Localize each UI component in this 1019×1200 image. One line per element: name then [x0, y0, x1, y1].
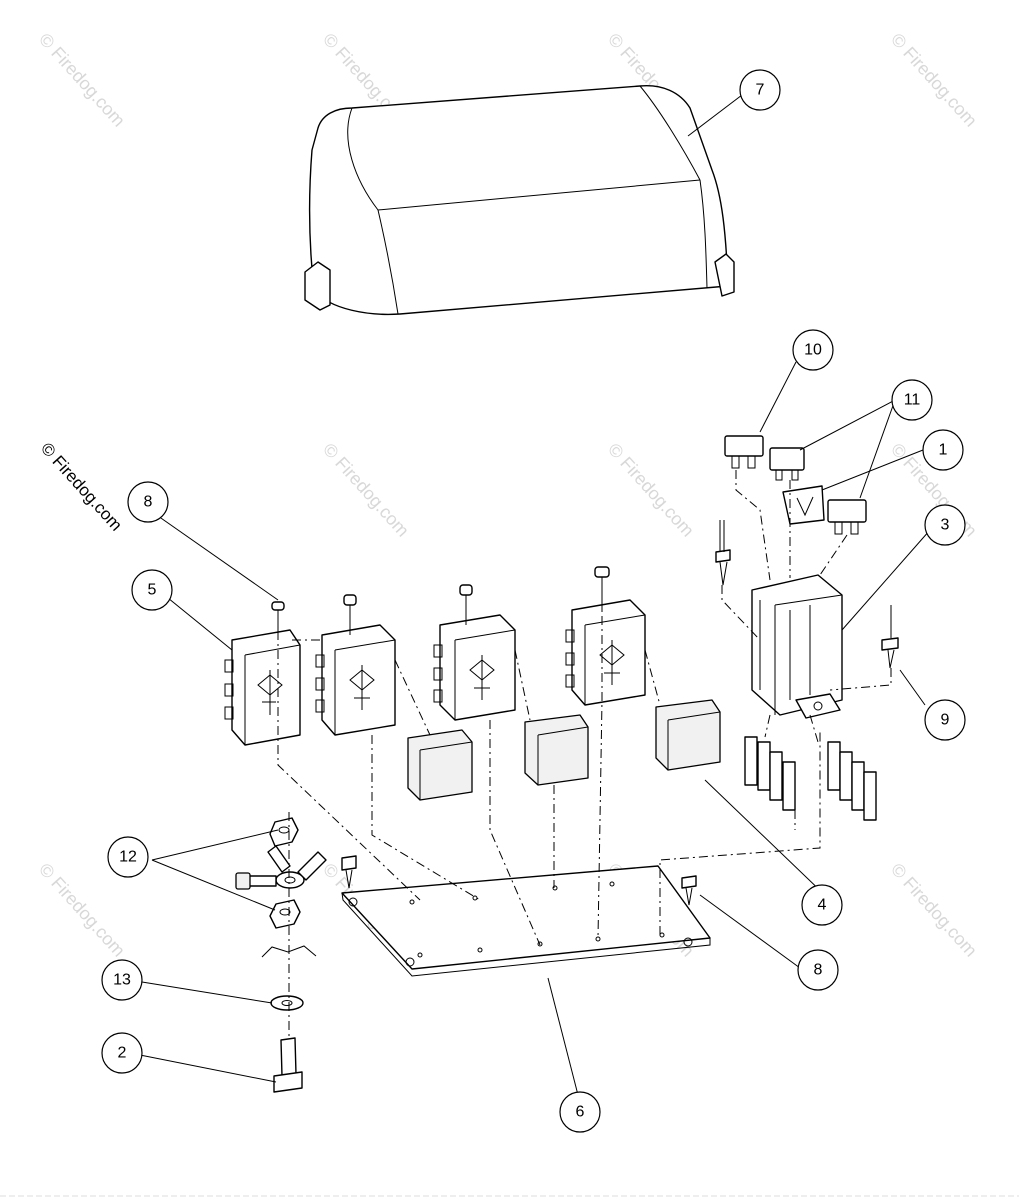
- ring-terminals: [235, 845, 327, 890]
- callout-10: 10: [792, 329, 834, 371]
- callout-5: 5: [131, 569, 173, 611]
- callout-label: 2: [118, 1045, 127, 1062]
- assembly-lines: [277, 470, 892, 1040]
- callout-label: 11: [904, 392, 921, 409]
- callout-2: 2: [101, 1032, 143, 1074]
- fuse-part-10: [724, 435, 764, 469]
- callout-label: 9: [941, 712, 950, 729]
- callout-11: 11: [891, 379, 933, 421]
- callout-label: 7: [756, 82, 765, 99]
- callout-label: 12: [119, 849, 137, 866]
- callout-3: 3: [924, 504, 966, 546]
- push-rivet-plate-right: [681, 875, 697, 906]
- callout-1: 1: [922, 429, 964, 471]
- callout-7: 7: [739, 69, 781, 111]
- relay-socket-4: [565, 566, 646, 706]
- wire-clip: [261, 945, 317, 958]
- base-plate-part-6: [341, 865, 711, 977]
- callout-label: 8: [144, 494, 153, 511]
- callout-label: 8: [814, 962, 823, 979]
- relay-1: [407, 729, 473, 801]
- watermark: © Firedog.com: [887, 29, 981, 130]
- callout-label: 4: [818, 897, 827, 914]
- callout-6: 6: [559, 1091, 601, 1133]
- callout-9: 9: [924, 699, 966, 741]
- fuse-part-11-lower: [827, 499, 867, 535]
- fuse-part-1: [782, 485, 825, 525]
- callout-label: 6: [576, 1104, 585, 1121]
- lower-fuse-group-right: [827, 741, 877, 821]
- callout-label: 3: [941, 517, 950, 534]
- callout-8-right: 8: [797, 949, 839, 991]
- callout-label: 5: [148, 582, 157, 599]
- callout-8-left: 8: [127, 481, 169, 523]
- lower-fuse-group-left: [744, 736, 796, 811]
- washer-part-13: [270, 995, 304, 1011]
- push-rivet-part-9: [881, 605, 899, 669]
- watermark: © Firedog.com: [35, 29, 129, 130]
- push-rivet-fuse-block-left: [715, 520, 731, 586]
- leader-lines: [139, 94, 931, 1096]
- relay-socket-3: [433, 584, 516, 721]
- watermark: © Firedog.com: [35, 859, 129, 960]
- fuse-block-part-3: [751, 574, 843, 719]
- watermark: © Firedog.com: [319, 439, 413, 540]
- relay-socket-1: [224, 601, 301, 746]
- callout-label: 10: [804, 342, 822, 359]
- relay-2: [524, 714, 589, 786]
- callout-12: 12: [107, 836, 149, 878]
- watermark: © Firedog.com: [604, 439, 698, 540]
- relay-3: [655, 699, 721, 771]
- nut-part-12-lower: [269, 899, 301, 929]
- callout-label: 1: [939, 442, 948, 459]
- callout-13: 13: [101, 959, 143, 1001]
- fuse-part-11-upper: [769, 447, 805, 481]
- nut-part-12-upper: [269, 817, 299, 847]
- cover-part-7: [304, 85, 735, 316]
- callout-4: 4: [801, 884, 843, 926]
- relay-socket-2: [315, 594, 396, 736]
- push-rivet-plate-left: [341, 855, 357, 889]
- watermark: © Firedog.com: [887, 859, 981, 960]
- copyright-notice: © Firedog.com: [37, 439, 126, 535]
- callout-label: 13: [113, 972, 131, 989]
- standoff-part-2: [273, 1037, 303, 1093]
